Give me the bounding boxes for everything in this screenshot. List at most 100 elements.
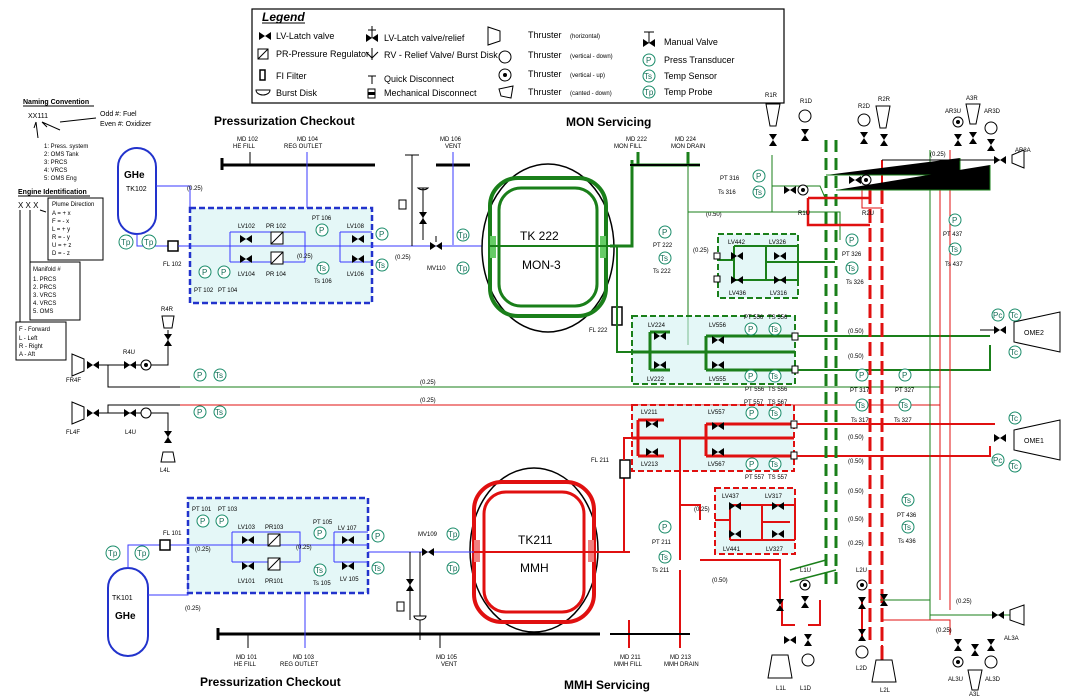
oms-engine-ome1: OME1 Tc Pc Tc (991, 411, 1061, 473)
mon-tank: TK 222 MON-3 MD 222 MON FILL MD 224 MON … (481, 137, 705, 345)
vertical-feed-lines: (0.25) (0.25) P PT 437 Ts Ts 437 P PT 31… (771, 140, 1010, 660)
press-transducer: P (193, 405, 207, 419)
sensor-label: Ts 105 (313, 581, 331, 587)
latch-valve (164, 431, 172, 443)
svg-text:REG OUTLET: REG OUTLET (280, 662, 319, 668)
temp-sensor: Ts (213, 368, 227, 382)
quick-disconnect-icon (368, 75, 376, 84)
svg-text:P: P (662, 228, 667, 237)
disconnect-md213: MD 213 MMH DRAIN (664, 655, 699, 668)
svg-text:Tp: Tp (108, 549, 118, 558)
svg-text:Ts: Ts (644, 72, 652, 81)
orifice-label: (0.25) (420, 398, 436, 404)
disconnect-md104: MD 104 REG OUTLET (284, 137, 323, 150)
mechanical-disconnect (396, 601, 405, 612)
valve-label: LV442 (728, 240, 746, 246)
filter-label: FL 101 (163, 531, 182, 537)
sensor-label: PT 222 (653, 243, 673, 249)
latch-valve (87, 361, 99, 369)
manifold-item: 5. OMS (33, 309, 53, 315)
sensor-label: PT 106 (312, 216, 332, 222)
valve-label: LV108 (347, 224, 365, 230)
valve-label: PR 102 (266, 224, 287, 230)
section-title-mon: MON Servicing (566, 115, 651, 129)
manual-valve-mv109 (422, 548, 434, 556)
svg-text:OME2: OME2 (1024, 330, 1044, 337)
sensor-label: TS 556 (768, 315, 788, 321)
orifice-label: (0.25) (936, 628, 952, 634)
latch-valve (992, 611, 1004, 619)
thruster-l1l (767, 654, 793, 679)
mmh-tank: TK211 MMH (469, 467, 630, 633)
thruster-label: L4L (160, 468, 171, 474)
manifold-box (29, 261, 81, 321)
mon-main-panel (631, 315, 796, 385)
orifice-label: (0.50) (848, 459, 864, 465)
temp-probe: Tp (134, 545, 150, 561)
svg-text:Tc: Tc (1010, 462, 1018, 471)
naming-odd: Odd #: Fuel (100, 111, 137, 118)
orifice-label: (0.25) (848, 541, 864, 547)
disconnect-md106: MD 106 VENT (440, 137, 462, 150)
legend-item-label: Manual Valve (664, 37, 718, 47)
left-rcs: (0.25) (0.25) R4R R4U FR4F FL4F L4U L4L … (66, 307, 940, 474)
thruster-l2d (855, 645, 869, 659)
relief-valve-icon (365, 48, 379, 60)
legend-item-label: PR-Pressure Regulator (276, 49, 369, 59)
svg-text:VENT: VENT (441, 662, 457, 668)
thruster-label: L2D (856, 666, 868, 672)
latch-valve (954, 639, 962, 651)
legend-item-note: (canted - down) (570, 91, 612, 97)
temp-sensor: Ts (768, 406, 782, 420)
thruster-label: AL3A (1004, 636, 1019, 642)
orifice-label: (0.50) (712, 578, 728, 584)
engine-id-code: X X X (18, 201, 39, 210)
legend-item-label: RV - Relief Valve/ Burst Disk (384, 50, 498, 60)
disconnect-md224: MD 224 MON DRAIN (671, 137, 705, 150)
manifold-item: 4. VRCS (33, 301, 56, 307)
svg-text:P: P (379, 230, 384, 239)
thruster-label: R4R (161, 307, 174, 313)
thruster-a3r (965, 103, 981, 125)
thruster-feed-plug (713, 252, 721, 283)
filter-fl102 (167, 240, 179, 252)
svg-text:Ts: Ts (770, 460, 778, 469)
sensor-label: Ts 222 (653, 269, 671, 275)
ghe-tank-top-id: TK102 (126, 186, 147, 193)
svg-text:Tp: Tp (644, 88, 654, 97)
svg-text:P: P (317, 529, 322, 538)
thruster-label: R1D (800, 99, 813, 105)
press-transducer: P (196, 514, 210, 528)
sensor-label: PT 557 (744, 400, 764, 406)
svg-text:Tp: Tp (448, 530, 458, 539)
latch-valve (954, 134, 962, 146)
naming-system: 5: OMS Eng (44, 176, 77, 182)
temp-sensor: Ts (375, 258, 389, 272)
legend-item-note: (horizontal) (570, 34, 600, 40)
valve-label: PR101 (265, 579, 284, 585)
legend: Legend LV-Latch valve PR-Pressure Regula… (251, 8, 785, 104)
thruster-label: R2D (858, 104, 871, 110)
sensor-label: Ts 317 (851, 418, 869, 424)
press-transducer: P (215, 514, 229, 528)
press-transducer: P (217, 265, 231, 279)
svg-text:Tp: Tp (458, 264, 468, 273)
orifice-label: (0.50) (706, 212, 722, 218)
orifice-label: (0.25) (420, 380, 436, 386)
disconnect-md103: MD 103 REG OUTLET (280, 655, 319, 668)
legend-item-label: Thruster (528, 30, 562, 40)
relief-valve (406, 579, 414, 591)
thruster-label: AL3D (985, 677, 1001, 683)
latch-relief-valve-icon (366, 26, 378, 42)
thruster-al3d (984, 655, 998, 669)
sensor-label: Ts 106 (314, 279, 332, 285)
thruster-vertical-down-icon (140, 407, 152, 419)
press-transducer: P (198, 265, 212, 279)
thruster-label: FR4F (66, 378, 81, 384)
naming-system: 3: PRCS (44, 160, 67, 166)
legend-item-label: Quick Disconnect (384, 74, 455, 84)
burst-disk-icon (255, 89, 271, 96)
mmh-manifolds: FL 211 LV211 LV213 LV557 LV567 PT 557 TS… (591, 400, 995, 600)
latch-valve (858, 597, 866, 609)
